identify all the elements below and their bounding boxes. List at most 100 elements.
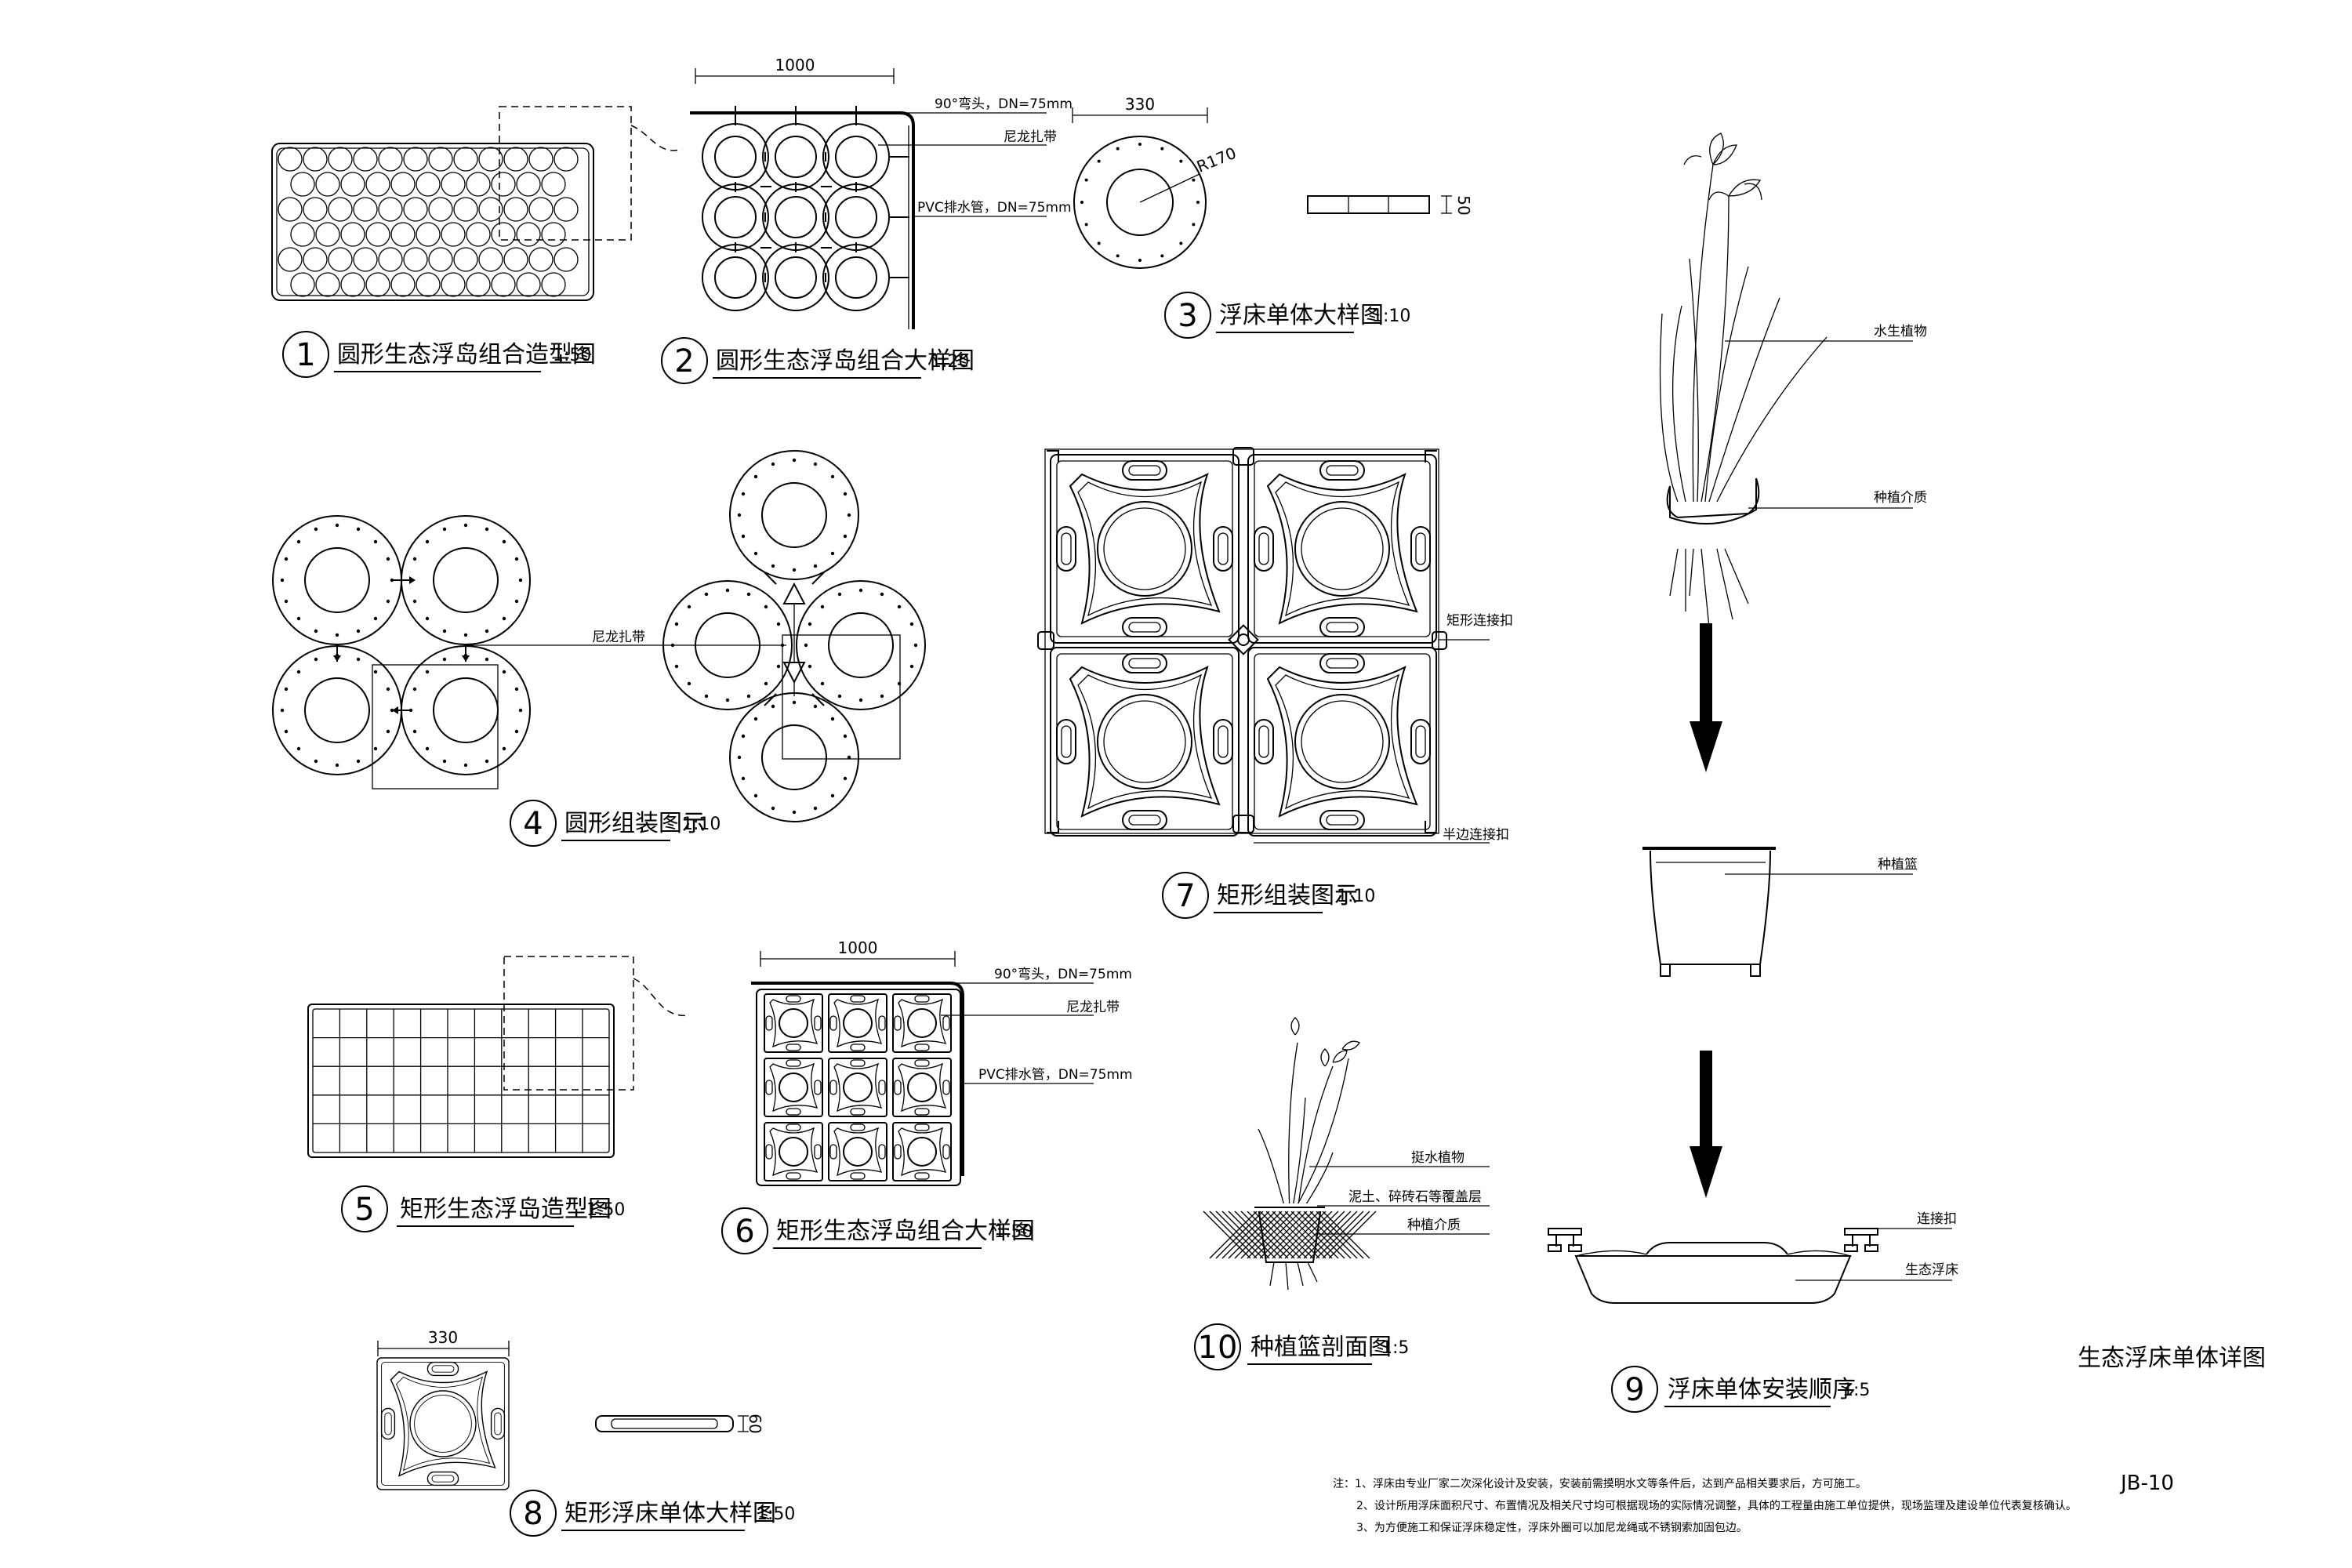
d1-unit-circle xyxy=(340,172,365,197)
detail-scale: 1:50 xyxy=(553,346,591,365)
d6-unit xyxy=(828,993,887,1053)
d3-bolt-hole xyxy=(1084,178,1088,182)
d9-media-label: 种植介质 xyxy=(1874,490,1927,506)
d3-bolt-hole xyxy=(1084,223,1088,227)
d1-unit-circle xyxy=(453,197,478,222)
detail-title: 种植篮剖面图 xyxy=(1250,1334,1392,1361)
detail-7-rect-assembly: 矩形连接扣 半边连接扣 xyxy=(1037,447,1513,844)
detail-title: 矩形组装图示 xyxy=(1217,882,1358,909)
d1-unit-circle xyxy=(378,247,403,272)
detail-scale: 1:10 xyxy=(1337,887,1375,906)
d1-unit-circle xyxy=(541,272,566,297)
d1-unit-circle xyxy=(353,247,378,272)
d7-rect-buckle-label: 矩形连接扣 xyxy=(1446,613,1513,629)
detail-2-round-island-detail: 1000 90°弯头，DN=75mm 尼龙扎带 PVC排水管，DN=75mm xyxy=(690,56,1073,329)
detail-number: 9 xyxy=(1624,1372,1644,1408)
detail-scale: 1:10 xyxy=(1372,307,1410,326)
d1-unit-circle xyxy=(516,272,541,297)
d1-unit-circle xyxy=(428,147,453,172)
d1-unit-circle xyxy=(403,247,428,272)
d1-unit-circle xyxy=(516,222,541,247)
detail-number-circle xyxy=(282,331,329,378)
d1-unit-circle xyxy=(353,197,378,222)
note-1: 注：1、浮床由专业厂家二次深化设计及安装，安装前需摸明水文等条件后，达到产品相关… xyxy=(1333,1477,1867,1490)
d6-unit xyxy=(892,1122,952,1181)
detail-number-circle xyxy=(1164,292,1211,339)
d6-unit xyxy=(764,993,823,1053)
detail-number-circle xyxy=(510,800,557,847)
d1-unit-circle xyxy=(453,247,478,272)
d6-unit xyxy=(764,1058,823,1117)
detail-scale: 1:5 xyxy=(1381,1338,1409,1358)
detail-8-rect-unit-detail: 330 60 xyxy=(376,1328,764,1490)
d10-hatch xyxy=(1316,1210,1364,1259)
d10-hatch xyxy=(1203,1210,1251,1259)
detail-number-circle xyxy=(341,1185,388,1232)
detail-number: 10 xyxy=(1198,1330,1238,1366)
d6-width-dim: 1000 xyxy=(838,938,878,957)
d1-unit-circle xyxy=(315,272,340,297)
d1-unit-circle xyxy=(315,222,340,247)
detail-number-circle xyxy=(1611,1366,1658,1413)
d6-unit xyxy=(828,1058,887,1117)
d10-hatch xyxy=(1247,1210,1295,1259)
d1-unit-circle xyxy=(466,172,491,197)
d1-unit-circle xyxy=(303,247,328,272)
detail-number-circle xyxy=(721,1207,768,1254)
d1-unit-circle xyxy=(516,172,541,197)
d3-bolt-hole xyxy=(1097,159,1101,163)
d6-unit xyxy=(764,1122,823,1181)
detail-scale: 1:50 xyxy=(757,1504,795,1524)
d10-media-label: 种植介质 xyxy=(1407,1218,1461,1233)
d1-unit-circle xyxy=(441,272,466,297)
d6-elbow-label: 90°弯头，DN=75mm xyxy=(994,967,1132,982)
d1-unit-circle xyxy=(278,147,303,172)
d9-bed-label: 生态浮床 xyxy=(1905,1262,1958,1278)
d1-unit-circle xyxy=(441,222,466,247)
d6-pvc-pipe-label: PVC排水管，DN=75mm xyxy=(978,1067,1133,1083)
d10-hatch xyxy=(1221,1210,1270,1259)
detail-1-round-island-layout xyxy=(271,106,683,301)
d10-hatch xyxy=(1297,1210,1345,1259)
d1-unit-circle xyxy=(365,222,390,247)
d2-pvc-pipe-label: PVC排水管，DN=75mm xyxy=(917,200,1072,216)
d3-bolt-hole xyxy=(1196,201,1200,204)
d1-unit-circle xyxy=(340,222,365,247)
d10-hatch xyxy=(1290,1210,1339,1259)
d1-unit-circle xyxy=(478,247,503,272)
d1-unit-circle xyxy=(528,197,554,222)
d10-hatch xyxy=(1234,1210,1283,1259)
d1-unit-circle xyxy=(315,172,340,197)
d1-unit-circle xyxy=(378,197,403,222)
detail-scale: 1:10 xyxy=(682,815,720,834)
d10-hatch xyxy=(1303,1210,1352,1259)
d3-bolt-hole xyxy=(1192,178,1196,182)
d6-unit xyxy=(892,1058,952,1117)
d3-radius-dim: R170 xyxy=(1194,143,1239,176)
d9-buckle-label: 连接扣 xyxy=(1917,1211,1957,1227)
d1-unit-circle xyxy=(491,172,516,197)
d10-hatch xyxy=(1209,1210,1258,1259)
d1-unit-circle xyxy=(303,197,328,222)
d3-bolt-hole xyxy=(1160,147,1164,151)
d1-unit-circle xyxy=(453,147,478,172)
detail-number-circle xyxy=(1162,872,1209,919)
detail-number: 8 xyxy=(523,1496,543,1532)
d6-nylon-tie-label: 尼龙扎带 xyxy=(1066,1000,1120,1015)
d1-unit-circle xyxy=(328,197,353,222)
sheet-code: JB-10 xyxy=(2119,1472,2174,1495)
d3-bolt-hole xyxy=(1179,159,1183,163)
d1-unit-circle xyxy=(340,272,365,297)
notes-block: 注：1、浮床由专业厂家二次深化设计及安装，安装前需摸明水文等条件后，达到产品相关… xyxy=(1333,1477,2077,1534)
d3-bolt-hole xyxy=(1179,241,1183,245)
d1-unit-circle xyxy=(503,197,528,222)
d1-unit-circle xyxy=(365,272,390,297)
d10-hatch xyxy=(1328,1210,1377,1259)
d2-width-dim: 1000 xyxy=(775,56,815,74)
d1-unit-circle xyxy=(390,172,416,197)
